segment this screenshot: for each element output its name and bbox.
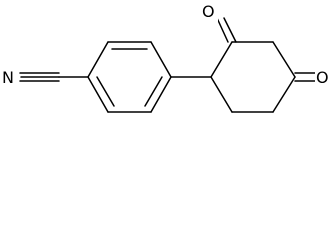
right-oxygen-atom-label: O — [316, 68, 329, 87]
nitrile-group: N — [0, 65, 89, 87]
cyclohexane-bond-1 — [210, 41, 233, 78]
benzene-bond-1 — [87, 41, 109, 78]
upper-oxygen-label-background — [201, 0, 218, 22]
benzene-bond-3 — [150, 41, 172, 78]
upper-oxygen-atom-label: O — [202, 2, 215, 21]
nitrogen-atom-label: N — [2, 68, 14, 87]
benzene-bond-4 — [150, 76, 172, 113]
benzene-ring — [87, 41, 172, 113]
right-oxygen-label-background — [315, 65, 333, 87]
benzene-bond-6 — [87, 76, 109, 113]
upper-carbonyl-bond-right — [223, 17, 237, 43]
cyclohexane-bond-4 — [272, 76, 296, 113]
nitrogen-label-background — [0, 65, 17, 87]
benzene-inner-double-bond-left — [96, 76, 115, 107]
cyclohexane-bond-6 — [210, 76, 233, 113]
cyclohexane-bond-3 — [272, 41, 296, 78]
benzene-inner-double-bond-right — [144, 76, 163, 107]
chemical-structure-diagram: N O O — [0, 0, 333, 113]
cyclohexanedione-ring — [210, 17, 316, 113]
upper-carbonyl-bond-left — [216, 17, 229, 43]
